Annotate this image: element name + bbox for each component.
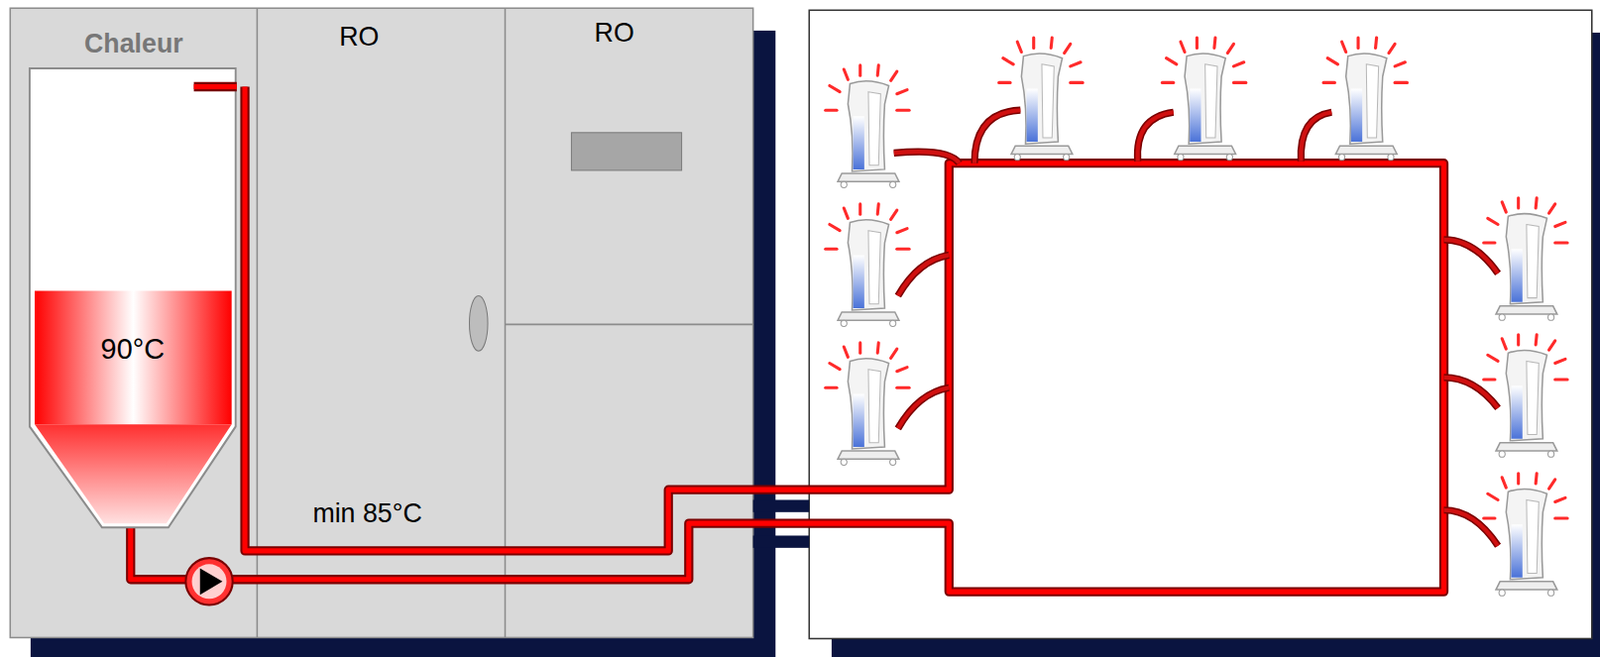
heater-panel: Chaleur 90°C — [9, 7, 257, 638]
tank-outline — [28, 67, 237, 531]
node-label: RO — [594, 17, 635, 47]
node-label: Chaleur — [84, 28, 184, 58]
note-label: min 85°C — [312, 498, 422, 528]
ro-panel: RO — [256, 7, 505, 638]
node-label: RO — [339, 21, 379, 51]
tank: 90°C — [28, 67, 237, 531]
ro-panel: RO — [505, 7, 754, 325]
node-label: 90°C — [101, 334, 165, 366]
